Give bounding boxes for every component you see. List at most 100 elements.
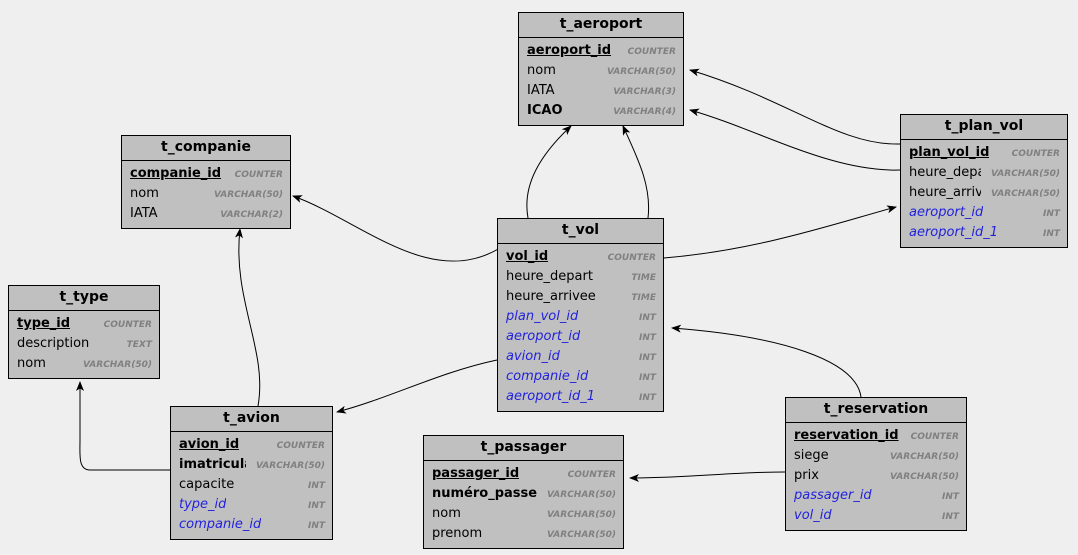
relationship-line[interactable] (526, 125, 572, 219)
relationship-line[interactable] (336, 359, 498, 414)
field-name: prenom (432, 526, 483, 541)
field-name: aeroport_id (527, 43, 612, 58)
field-type: VARCHAR(50) (82, 360, 152, 370)
relationship-line[interactable] (76, 381, 170, 471)
field-row[interactable]: numéro_passeportVARCHAR(50) (424, 484, 623, 504)
field-type: VARCHAR(2) (220, 210, 283, 220)
field-name: vol_id (794, 508, 832, 523)
field-name: vol_id (506, 249, 549, 264)
field-row[interactable]: heure_departVARCHAR(50) (901, 163, 1067, 183)
field-row[interactable]: aeroport_id INT (498, 327, 663, 347)
field-name: companie_id (130, 166, 222, 181)
relationship-line[interactable] (629, 471, 786, 482)
field-type: TEXT (126, 340, 152, 350)
field-name: aeroport_id_1 (506, 389, 596, 404)
field-name: capacite (179, 477, 235, 492)
field-name: passager_id (794, 488, 872, 503)
field-name: siege (794, 448, 829, 463)
field-name: type_id (179, 497, 227, 512)
field-type: COUNTER (910, 432, 959, 442)
field-name: nom (432, 506, 461, 521)
field-name: passager_id (432, 466, 520, 481)
relationship-line[interactable] (689, 68, 901, 145)
field-name: heure_depart (909, 165, 981, 180)
relationship-line[interactable] (671, 324, 862, 398)
table-title: t_plan_vol (901, 115, 1067, 140)
field-row[interactable]: plan_vol_id INT (498, 307, 663, 327)
table-fields: plan_vol_idCOUNTERheure_departVARCHAR(50… (901, 140, 1067, 247)
field-name: nom (527, 63, 556, 78)
field-name: heure_arrivee (909, 185, 981, 200)
field-row[interactable]: nom VARCHAR(50) (519, 61, 683, 81)
field-row[interactable]: vol_id INT (786, 506, 966, 526)
relationship-line[interactable] (689, 108, 901, 171)
relationship-line[interactable] (235, 228, 261, 407)
field-name: ICAO (527, 103, 563, 118)
table-title: t_reservation (786, 398, 966, 423)
table-t_avion[interactable]: t_avionavion_idCOUNTERimatriculationVARC… (170, 406, 333, 540)
relationship-line[interactable] (292, 195, 501, 262)
field-type: VARCHAR(50) (546, 490, 616, 500)
field-type: INT (638, 353, 656, 363)
field-type: COUNTER (1011, 149, 1060, 159)
field-row[interactable]: type_id INT (171, 495, 332, 515)
field-row[interactable]: passager_id COUNTER (424, 464, 623, 484)
field-type: INT (638, 313, 656, 323)
field-name: companie_id (179, 517, 262, 532)
relationship-line[interactable] (622, 125, 650, 219)
field-type: INT (941, 512, 959, 522)
field-type: COUNTER (567, 470, 616, 480)
field-row[interactable]: imatriculationVARCHAR(50) (171, 455, 332, 475)
field-type: INT (307, 501, 325, 511)
field-type: VARCHAR(50) (255, 461, 325, 471)
field-row[interactable]: heure_arrivee VARCHAR(50) (901, 183, 1067, 203)
table-title: t_aeroport (519, 13, 683, 38)
field-name: plan_vol_id (506, 309, 579, 324)
field-type: INT (638, 333, 656, 343)
field-type: VARCHAR(50) (990, 189, 1060, 199)
table-title: t_passager (424, 436, 623, 461)
field-name: aeroport_id (506, 329, 581, 344)
field-type: TIME (631, 293, 656, 303)
table-t_plan_vol[interactable]: t_plan_volplan_vol_idCOUNTERheure_depart… (900, 114, 1068, 248)
table-t_passager[interactable]: t_passager passager_id COUNTER numéro_passe… (423, 435, 624, 549)
relationship-line[interactable] (663, 205, 897, 259)
field-name: prix (794, 468, 819, 483)
table-fields: passager_id COUNTER numéro_passeportVARCHA… (424, 461, 623, 548)
field-type: VARCHAR(50) (606, 67, 676, 77)
